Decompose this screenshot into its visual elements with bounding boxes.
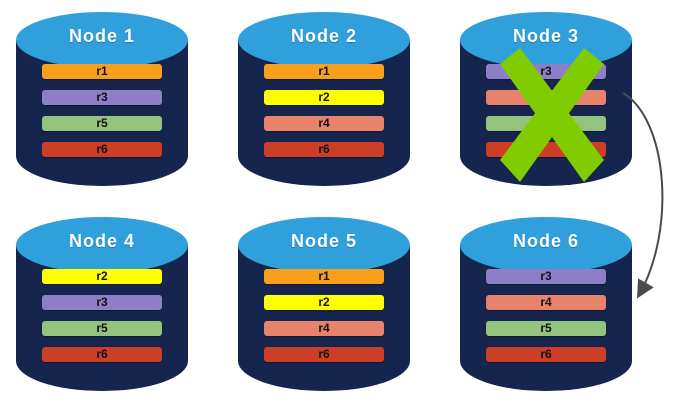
replica-bar[interactable]: r4 [264, 116, 384, 131]
replica-bar[interactable]: r4 [264, 321, 384, 336]
replica-bar[interactable]: r6 [486, 142, 606, 157]
replica-bar[interactable]: r1 [264, 269, 384, 284]
replica-bar[interactable]: r6 [486, 347, 606, 362]
node-cylinder-2[interactable]: Node 2 r1 r2 r4 r6 [236, 10, 412, 186]
replica-bar[interactable]: r1 [42, 64, 162, 79]
replica-bar[interactable]: r6 [42, 347, 162, 362]
replica-bar[interactable]: r5 [42, 321, 162, 336]
replica-bar-list-6: r3 r4 r5 r6 [486, 269, 606, 362]
replica-bar[interactable]: r2 [264, 295, 384, 310]
replica-bar[interactable]: r4 [486, 90, 606, 105]
replica-bar[interactable]: r2 [42, 269, 162, 284]
replica-bar-list-3: r3 r4 r5 r6 [486, 64, 606, 157]
replica-bar[interactable]: r3 [486, 269, 606, 284]
replica-bar-list-1: r1 r3 r5 r6 [42, 64, 162, 157]
replica-bar[interactable]: r5 [486, 321, 606, 336]
replica-bar[interactable]: r1 [264, 64, 384, 79]
replica-bar-list-2: r1 r2 r4 r6 [264, 64, 384, 157]
node-cylinder-3[interactable]: Node 3 r3 r4 r5 r6 [458, 10, 634, 186]
replica-bar[interactable]: r2 [264, 90, 384, 105]
replica-bar[interactable]: r3 [42, 295, 162, 310]
node-cylinder-1[interactable]: Node 1 r1 r3 r5 r6 [14, 10, 190, 186]
node-cylinder-5[interactable]: Node 5 r1 r2 r4 r6 [236, 215, 412, 391]
replica-bar[interactable]: r5 [42, 116, 162, 131]
replica-bar[interactable]: r4 [486, 295, 606, 310]
replica-bar[interactable]: r6 [42, 142, 162, 157]
replica-bar-list-4: r2 r3 r5 r6 [42, 269, 162, 362]
replica-bar[interactable]: r6 [264, 347, 384, 362]
replica-bar[interactable]: r6 [264, 142, 384, 157]
node-cylinder-4[interactable]: Node 4 r2 r3 r5 r6 [14, 215, 190, 391]
replica-bar-list-5: r1 r2 r4 r6 [264, 269, 384, 362]
replica-bar[interactable]: r3 [486, 64, 606, 79]
replica-bar[interactable]: r5 [486, 116, 606, 131]
replica-bar[interactable]: r3 [42, 90, 162, 105]
node-cylinder-6[interactable]: Node 6 r3 r4 r5 r6 [458, 215, 634, 391]
